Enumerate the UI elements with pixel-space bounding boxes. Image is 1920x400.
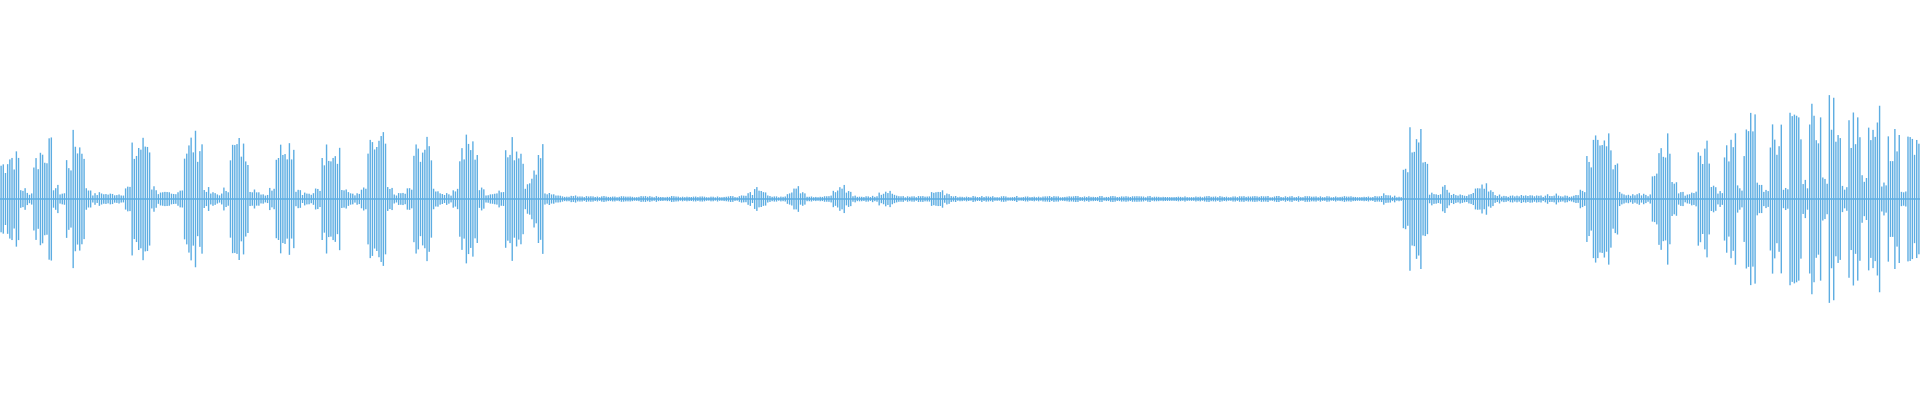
waveform-bars bbox=[0, 95, 1920, 303]
